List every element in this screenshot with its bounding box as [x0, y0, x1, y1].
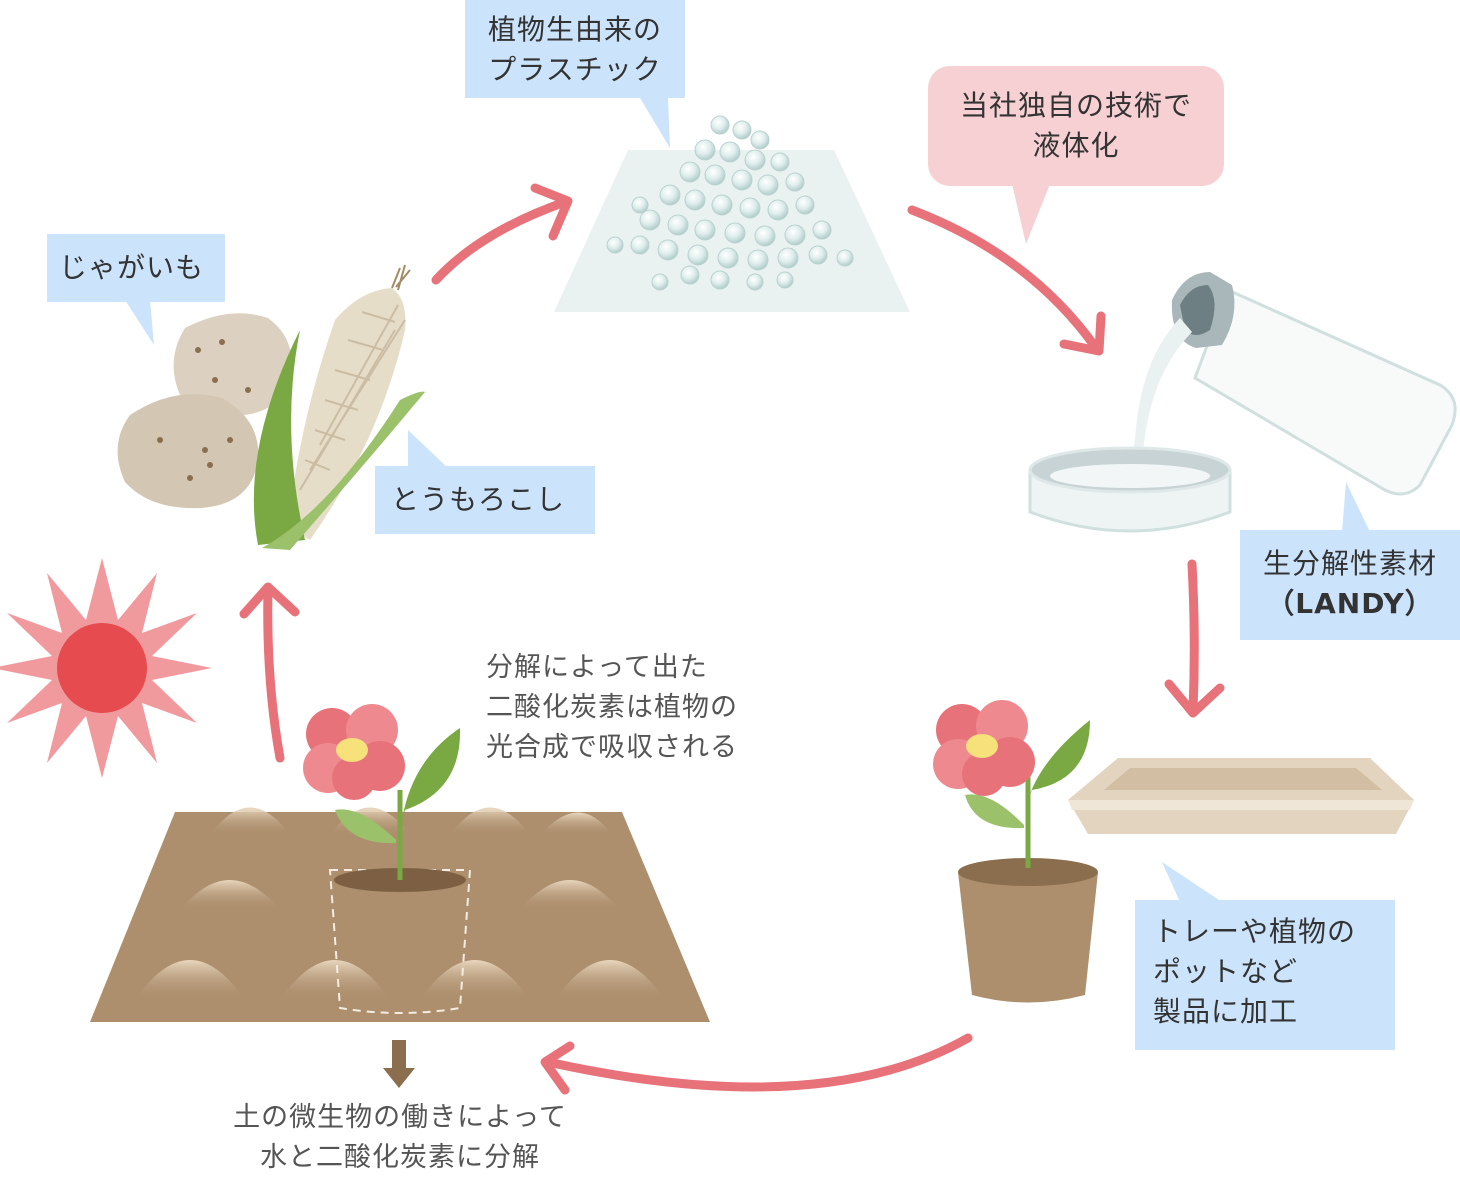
corn-icon	[253, 264, 425, 550]
tray-icon	[1068, 758, 1414, 834]
potato-icon	[117, 313, 292, 509]
sun-icon	[0, 558, 212, 778]
arrow-material-to-products	[1187, 559, 1199, 715]
arrow-soil-to-plants	[263, 585, 285, 763]
bioplastic-callout-tail	[640, 98, 670, 148]
arrow-plastic-to-liquid	[907, 205, 1101, 353]
soil-decompose-line-2: 水と二酸化炭素に分解	[260, 1142, 540, 1173]
products-callout: トレーや植物の ポットなど 製品に加工	[1135, 900, 1395, 1050]
cycle-arrows	[239, 183, 1225, 1095]
bioplastic-line-2: プラスチック	[488, 53, 662, 86]
co2-absorb-line-2: 二酸化炭素は植物の	[486, 692, 738, 723]
pouring-bottle-icon	[1130, 272, 1457, 496]
potato-callout: じゃがいも	[47, 234, 225, 302]
potted-flower-icon	[933, 700, 1098, 1003]
liquefy-callout-tail	[1012, 184, 1050, 244]
corn-label: とうもろこし	[391, 483, 566, 516]
arrow-plants-to-plastic-head	[530, 183, 573, 241]
soil-decompose-line-1: 土の微生物の働きによって	[233, 1102, 567, 1133]
products-line-1: トレーや植物の	[1153, 915, 1357, 948]
corn-callout-tail	[408, 430, 450, 470]
arrow-soil-to-plants-head	[239, 582, 300, 619]
potato-label: じゃがいも	[59, 251, 205, 284]
material-callout: 生分解性素材 （LANDY）	[1240, 530, 1460, 640]
bioplastic-line-1: 植物生由来の	[487, 13, 662, 46]
liquefy-callout: 当社独自の技術で 液体化	[928, 66, 1224, 186]
down-arrow-icon	[383, 1040, 415, 1088]
arrow-plants-to-plastic	[431, 197, 570, 285]
arrow-material-to-products-head	[1164, 679, 1225, 718]
material-brand: （LANDY）	[1266, 587, 1434, 620]
arrow-products-to-soil	[543, 1033, 973, 1092]
liquefy-line-1: 当社独自の技術で	[959, 89, 1192, 122]
products-callout-tail	[1162, 862, 1222, 902]
co2-absorb-line-3: 光合成で吸収される	[486, 732, 738, 763]
products-line-3: 製品に加工	[1153, 995, 1299, 1028]
liquefy-line-2: 液体化	[1032, 129, 1120, 162]
co2-absorb-line-1: 分解によって出た	[486, 652, 708, 683]
potato-callout-tail	[125, 300, 154, 345]
material-callout-tail	[1342, 482, 1370, 532]
arrow-products-to-soil-head	[540, 1041, 575, 1095]
soil-field-icon	[90, 704, 710, 1022]
soil-decompose-text: 土の微生物の働きによって 水と二酸化炭素に分解	[190, 1098, 610, 1178]
arrow-plastic-to-liquid-head	[1059, 311, 1106, 356]
petri-dish-icon	[1028, 446, 1232, 533]
products-line-2: ポットなど	[1153, 955, 1299, 988]
bioplastic-callout: 植物生由来の プラスチック	[465, 0, 685, 98]
material-name: 生分解性素材	[1262, 547, 1437, 580]
co2-absorb-text: 分解によって出た 二酸化炭素は植物の 光合成で吸収される	[486, 648, 786, 768]
corn-callout: とうもろこし	[375, 466, 595, 534]
plastic-pellets-icon	[554, 115, 910, 312]
